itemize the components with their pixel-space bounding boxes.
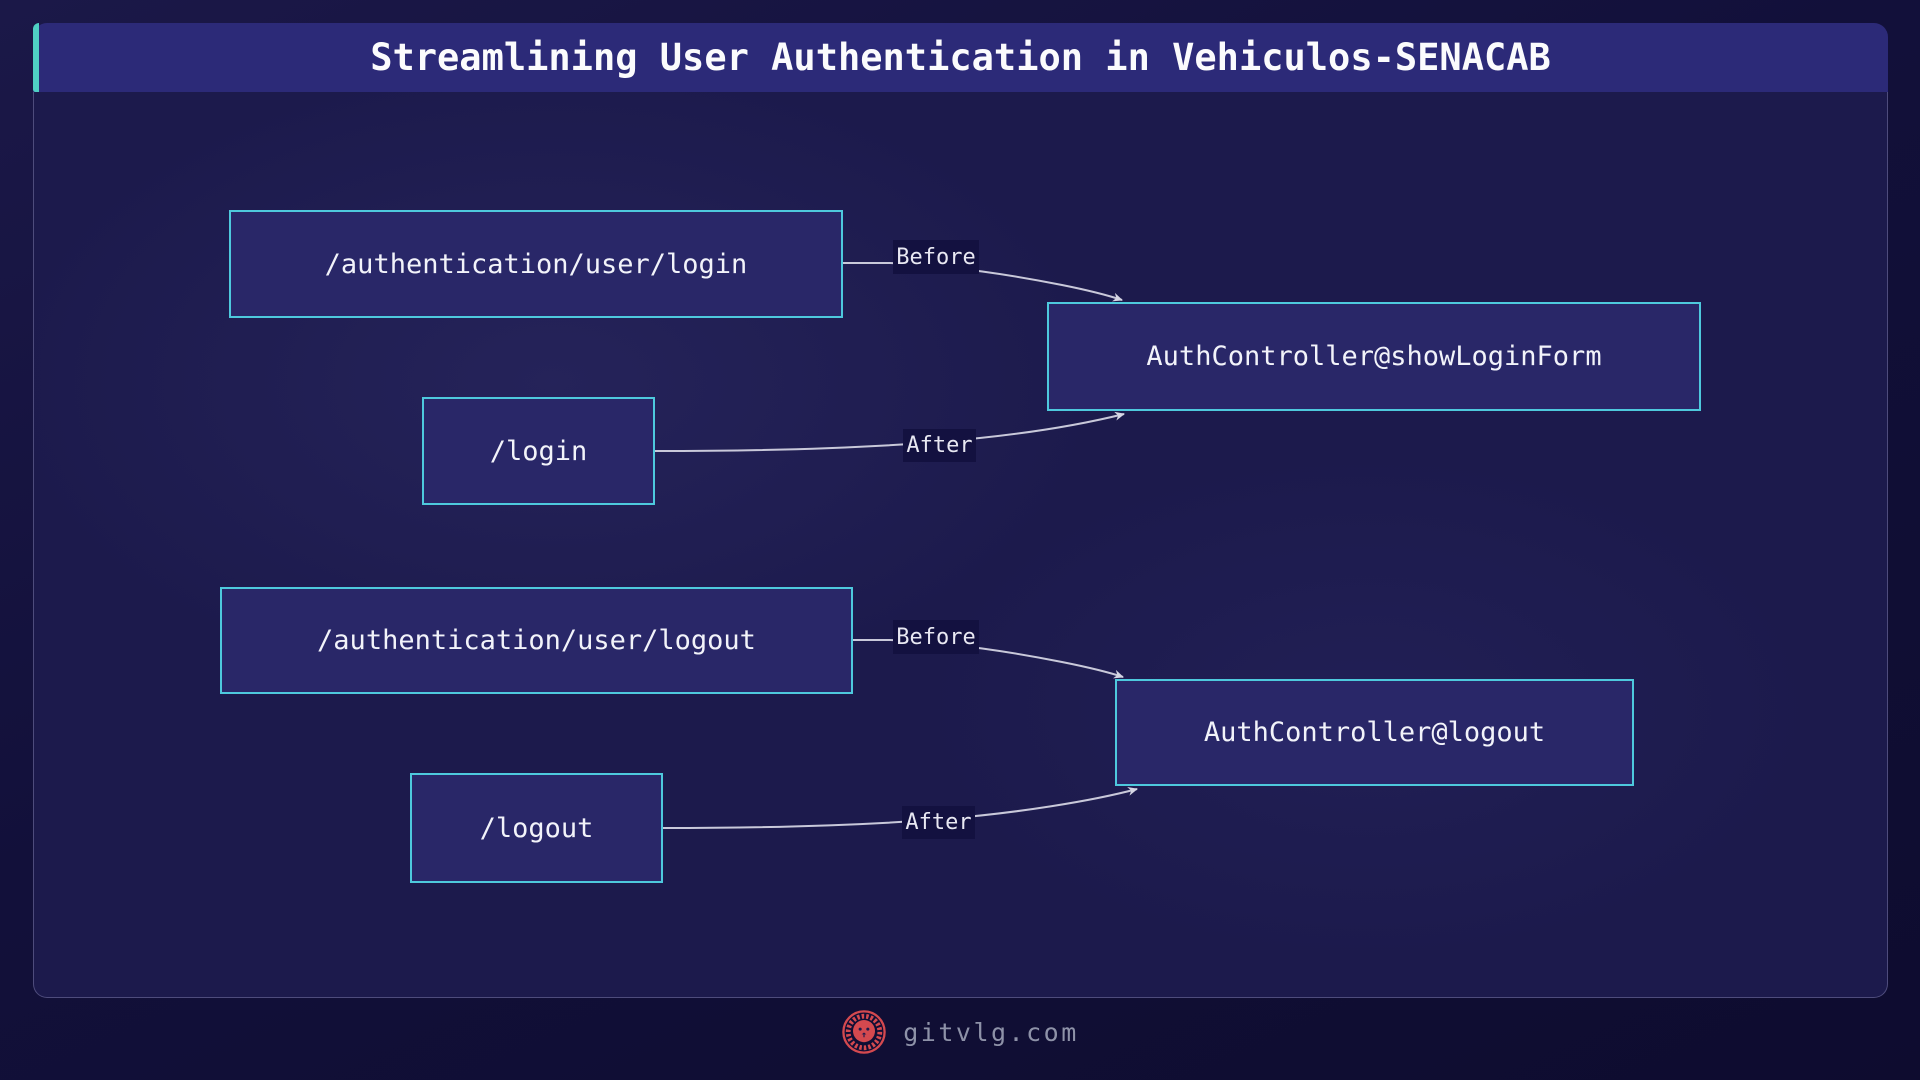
node-controller-logout: AuthController@logout bbox=[1115, 679, 1634, 786]
edge-label-text: After bbox=[905, 810, 972, 835]
node-route-login-short: /login bbox=[422, 397, 655, 505]
edge-label-text: After bbox=[906, 433, 973, 458]
node-label: AuthController@showLoginForm bbox=[1146, 341, 1602, 372]
brand-link[interactable]: gitvlg.com bbox=[903, 1017, 1079, 1047]
edge-label-after-logout: After bbox=[902, 806, 975, 839]
edge-label-text: Before bbox=[896, 624, 976, 650]
node-controller-show-login-form: AuthController@showLoginForm bbox=[1047, 302, 1701, 411]
node-label: /logout bbox=[479, 812, 594, 844]
edge-label-text: Before bbox=[896, 244, 976, 270]
page-title: Streamlining User Authentication in Vehi… bbox=[370, 36, 1551, 79]
title-bar: Streamlining User Authentication in Vehi… bbox=[33, 23, 1888, 92]
edge-label-before-login: Before bbox=[893, 240, 979, 274]
footer-brand: gitvlg.com bbox=[0, 1006, 1920, 1058]
node-label: /login bbox=[489, 435, 588, 467]
node-route-logout-short: /logout bbox=[410, 773, 663, 883]
title-accent-bar bbox=[33, 23, 39, 92]
edge-label-before-logout: Before bbox=[893, 620, 979, 654]
node-label: AuthController@logout bbox=[1203, 717, 1546, 748]
node-label: /authentication/user/login bbox=[324, 248, 748, 280]
node-route-logout-long: /authentication/user/logout bbox=[220, 587, 853, 694]
lion-emblem-icon bbox=[842, 1010, 886, 1054]
node-route-login-long: /authentication/user/login bbox=[229, 210, 843, 318]
edge-label-after-login: After bbox=[903, 429, 976, 462]
node-label: /authentication/user/logout bbox=[317, 625, 756, 656]
